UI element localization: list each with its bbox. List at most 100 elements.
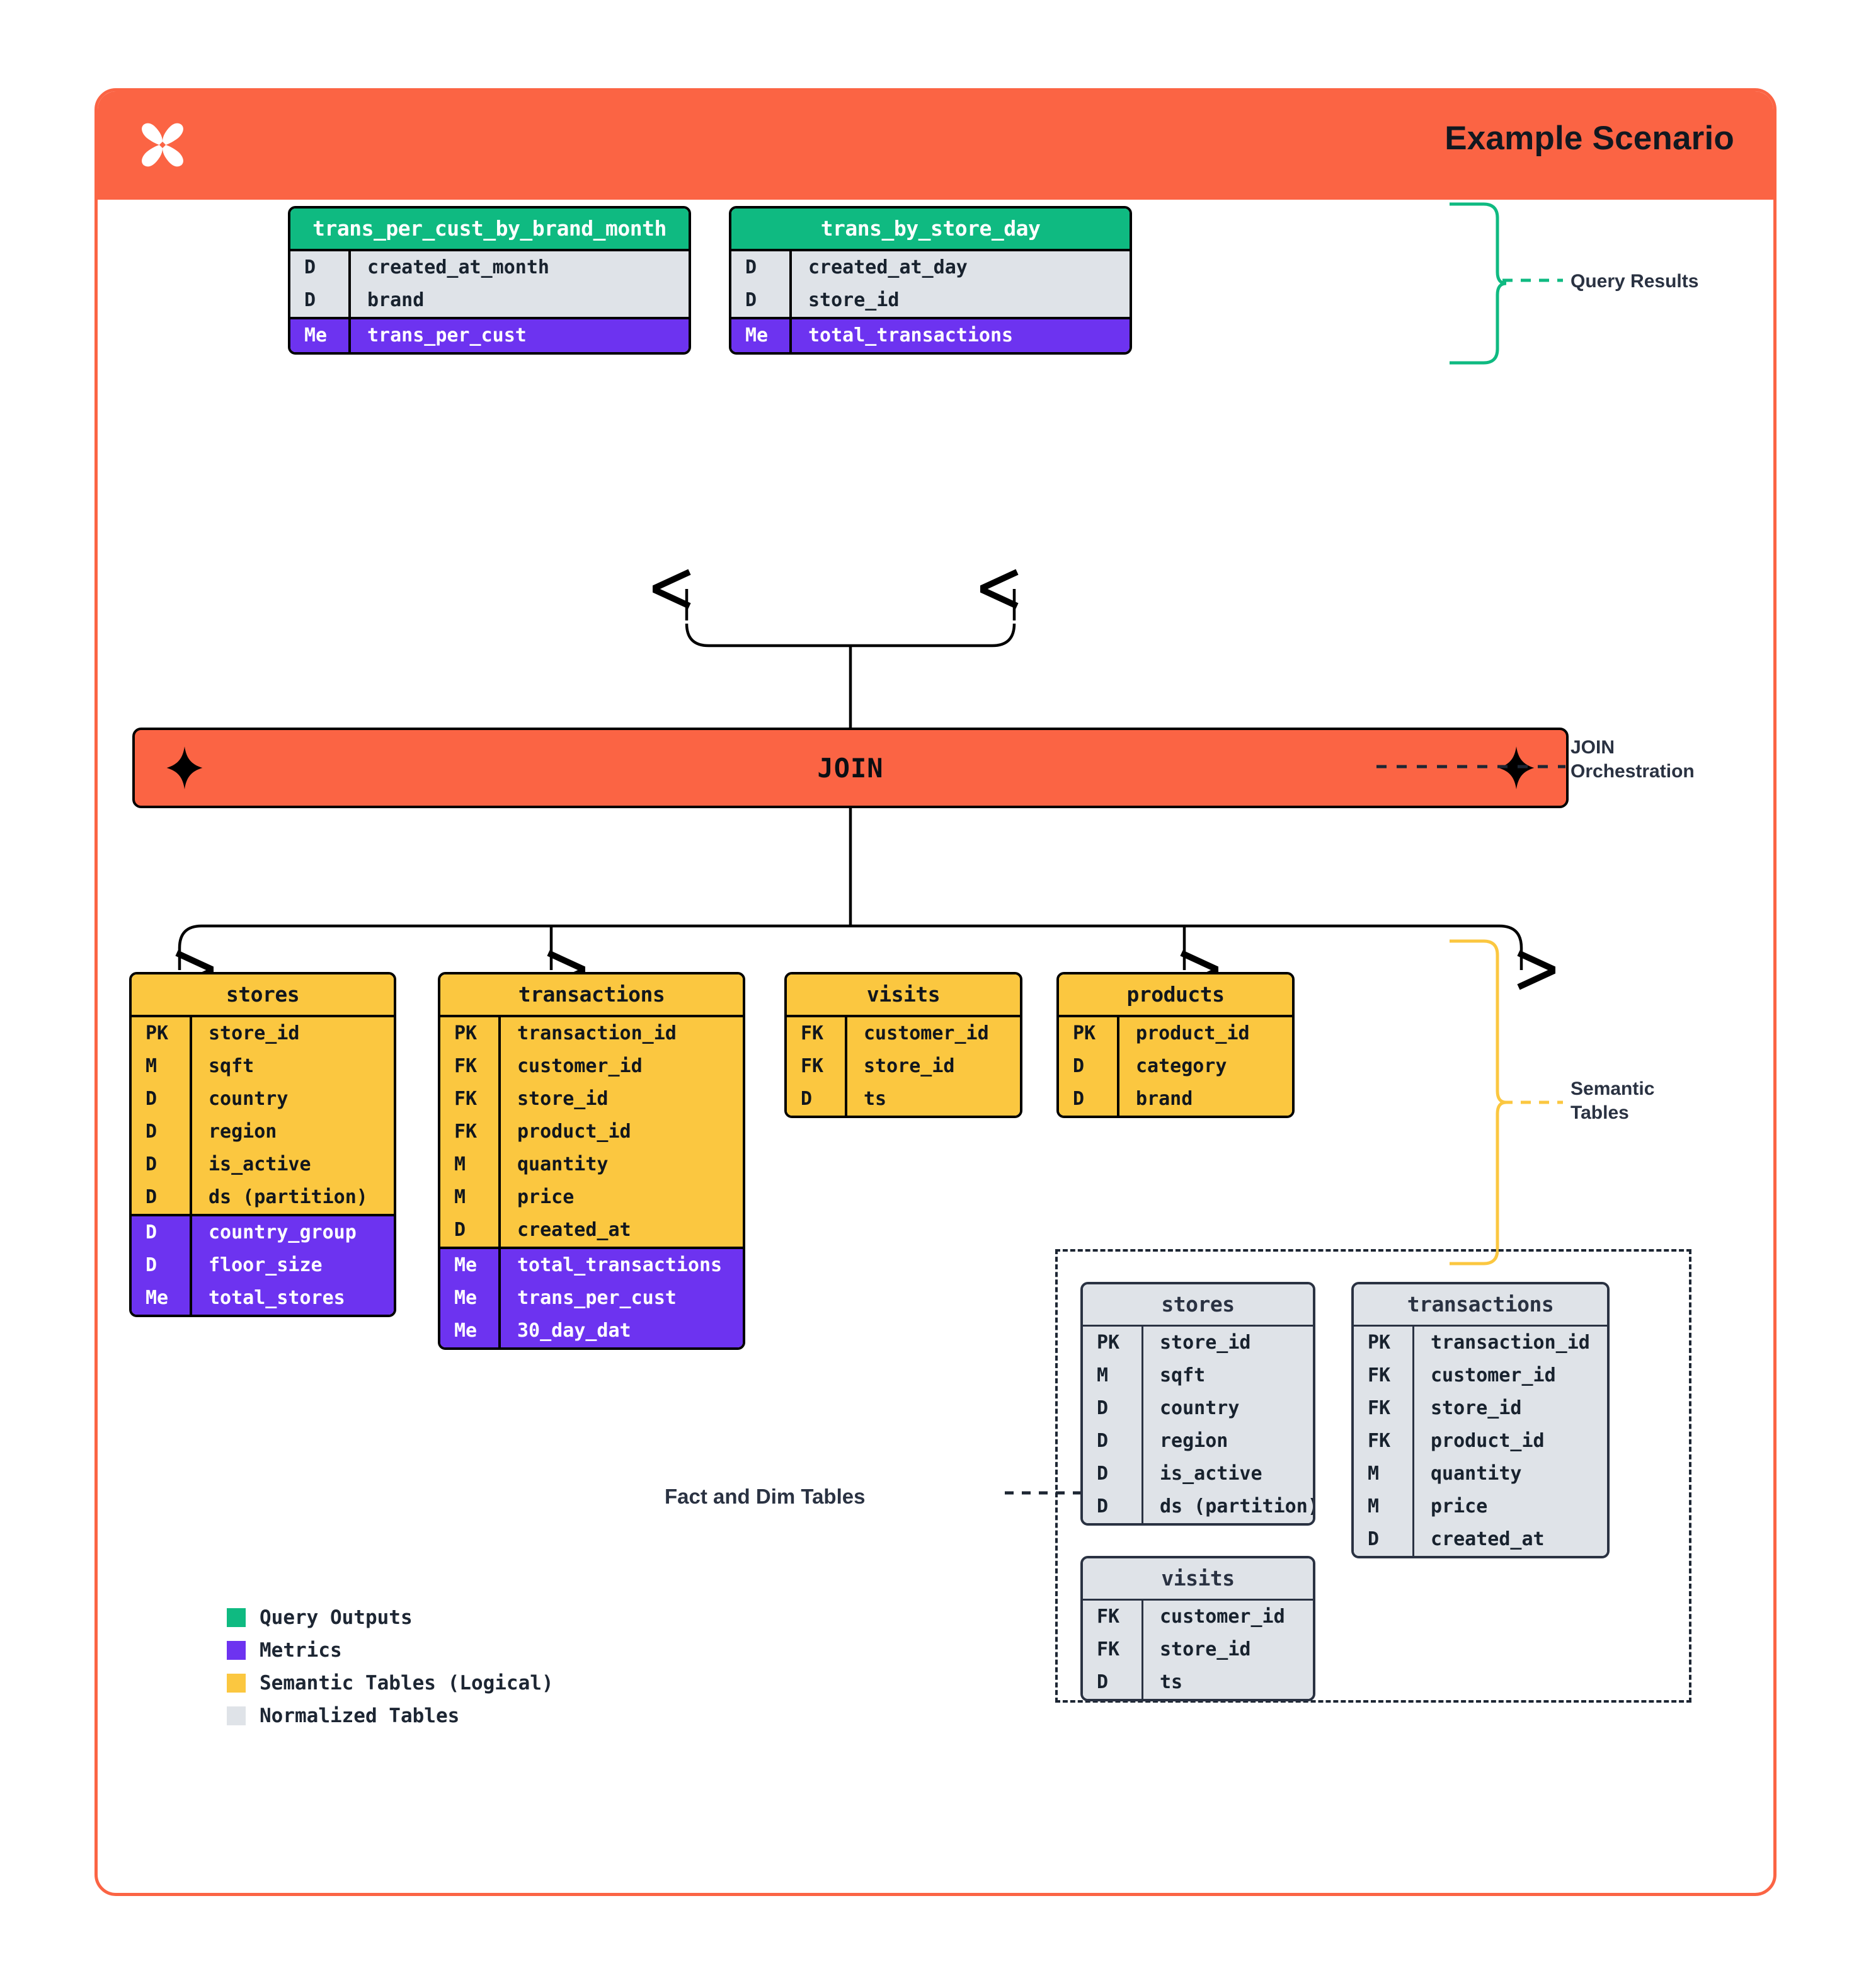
row-key: D [1083, 1458, 1143, 1490]
table-header: transactions [440, 974, 743, 1015]
row-field: price [517, 1186, 575, 1208]
row-field: price [1431, 1495, 1488, 1517]
row-key: FK [440, 1083, 501, 1116]
legend-item: Normalized Tables [227, 1705, 554, 1727]
row-key: FK [1354, 1392, 1414, 1425]
row-key: D [1083, 1666, 1143, 1699]
legend: Query Outputs Metrics Semantic Tables (L… [227, 1606, 554, 1737]
row-key: FK [440, 1050, 501, 1083]
table-metrics: Me trans_per_cust [290, 317, 689, 352]
sparkle-icon [1498, 746, 1535, 789]
annotation-semantic-tables: Semantic Tables [1571, 1077, 1654, 1126]
row-key: PK [1083, 1327, 1143, 1359]
table-header: visits [1083, 1558, 1313, 1599]
table-header: stores [132, 974, 394, 1015]
legend-swatch-normalized-tables [227, 1706, 246, 1725]
row-field: quantity [1431, 1463, 1522, 1485]
row-key: D [132, 1181, 192, 1214]
legend-label: Normalized Tables [260, 1705, 460, 1727]
row-field: sqft [1160, 1364, 1206, 1386]
row-field: created_at [1431, 1528, 1545, 1550]
row-field: region [209, 1121, 277, 1143]
annotation-line: Semantic [1571, 1078, 1655, 1099]
fact-and-dim-group [1055, 1249, 1691, 1703]
row-key: D [1059, 1083, 1119, 1116]
join-label: JOIN [817, 752, 884, 784]
table-header: trans_by_store_day [731, 209, 1130, 249]
row-key: D [132, 1083, 192, 1116]
table-dimensions: D created_at_month D brand [290, 249, 689, 317]
row-key: D [132, 1116, 192, 1148]
annotation-query-results: Query Results [1571, 271, 1699, 292]
join-orchestration-box[interactable]: JOIN [132, 728, 1569, 808]
legend-label: Semantic Tables (Logical) [260, 1672, 554, 1694]
query-result-table: trans_by_store_day D created_at_day D st… [729, 206, 1132, 355]
row-field: country [1160, 1397, 1240, 1419]
semantic-tables-leader [1502, 1100, 1563, 1104]
row-field: 30_day_dat [517, 1320, 631, 1342]
row-field: ts [1160, 1671, 1183, 1693]
row-field: category [1136, 1055, 1227, 1077]
row-key: M [1354, 1490, 1414, 1523]
row-field: trans_per_cust [367, 324, 527, 346]
annotation-join-orchestration: JOIN Orchestration [1571, 736, 1695, 784]
row-key: PK [132, 1017, 192, 1050]
row-field: created_at_month [367, 256, 549, 278]
row-field: ds (partition) [1160, 1495, 1315, 1517]
row-key: D [1083, 1392, 1143, 1425]
row-key: PK [440, 1017, 501, 1050]
row-key: FK [1083, 1601, 1143, 1633]
row-key: D [731, 251, 792, 284]
row-key: FK [1354, 1425, 1414, 1458]
row-field: is_active [1160, 1463, 1262, 1485]
row-field: customer_id [864, 1022, 989, 1044]
row-field: total_stores [209, 1287, 345, 1309]
annotation-fact-and-dim: Fact and Dim Tables [665, 1485, 866, 1508]
row-key: D [787, 1083, 847, 1116]
row-key: Me [290, 319, 351, 352]
row-key: Me [440, 1315, 501, 1347]
semantic-tables-brace [1450, 939, 1507, 1265]
legend-item: Query Outputs [227, 1606, 554, 1629]
row-field: product_id [1136, 1022, 1250, 1044]
sparkle-icon [166, 746, 203, 789]
row-field: total_transactions [808, 324, 1014, 346]
row-key: D [132, 1148, 192, 1181]
row-key: M [1083, 1359, 1143, 1392]
row-field: transaction_id [517, 1022, 677, 1044]
row-key: FK [1354, 1359, 1414, 1392]
row-field: transaction_id [1431, 1332, 1590, 1354]
row-field: floor_size [209, 1254, 323, 1276]
row-key: Me [440, 1249, 501, 1282]
annotation-line: JOIN [1571, 737, 1615, 758]
row-key: FK [787, 1050, 847, 1083]
